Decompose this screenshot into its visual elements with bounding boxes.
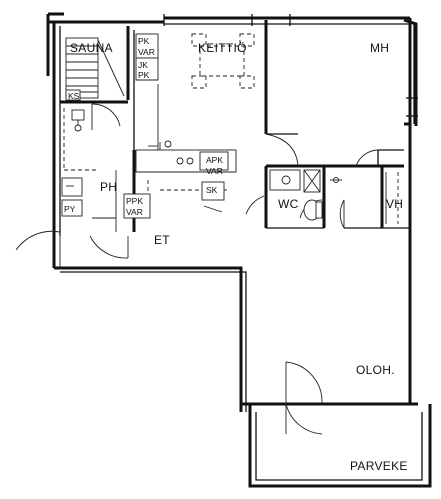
fixture-label-sk: SK <box>206 185 218 195</box>
doors <box>15 103 379 435</box>
dining-table <box>191 33 255 89</box>
wall-top <box>46 14 164 24</box>
fixture-label-ppk: PPK <box>126 196 143 206</box>
sauna-benches <box>65 37 125 101</box>
room-label-sauna: SAUNA <box>70 41 113 55</box>
room-label-bedroom: MH <box>370 41 389 55</box>
room-label-kitchen: KEITTIÖ <box>198 41 247 55</box>
room-label-wc: WC <box>278 197 299 211</box>
bathroom-fixtures <box>61 108 117 232</box>
closet-fixtures <box>330 172 399 224</box>
fixture-label-apk-var: VAR <box>206 166 223 176</box>
balcony-door <box>285 361 323 405</box>
fixture-label-apk: APK <box>206 155 223 165</box>
room-label-closet: VH <box>386 197 403 211</box>
balcony-railing <box>248 404 432 488</box>
bedroom-door <box>245 195 265 215</box>
ppk-cabinet <box>123 193 151 219</box>
storage-cabinets <box>135 33 159 150</box>
fixture-label-jk-pk: PK <box>138 70 150 80</box>
room-label-balcony: PARVEKE <box>350 459 408 473</box>
room-label-living-room: OLOH. <box>356 363 395 377</box>
fixture-label-pk: PK <box>138 36 150 46</box>
windows <box>163 14 418 117</box>
room-label-entry: ET <box>154 233 170 247</box>
entry-door <box>15 230 61 251</box>
fixture-label-var: VAR <box>138 47 155 57</box>
wc-fixtures <box>269 169 323 221</box>
fixture-label-jk: JK <box>138 60 148 70</box>
wall-entry-bottom <box>54 266 243 412</box>
fixture-label-py: PY <box>64 204 76 214</box>
room-label-bathroom: PH <box>100 180 117 194</box>
fixture-label-ks: KS <box>68 91 80 101</box>
outer-walls <box>46 12 432 488</box>
kitchen-counter <box>135 140 237 213</box>
fixture-label-ppk-var: VAR <box>126 207 143 217</box>
interior-walls <box>60 20 410 232</box>
